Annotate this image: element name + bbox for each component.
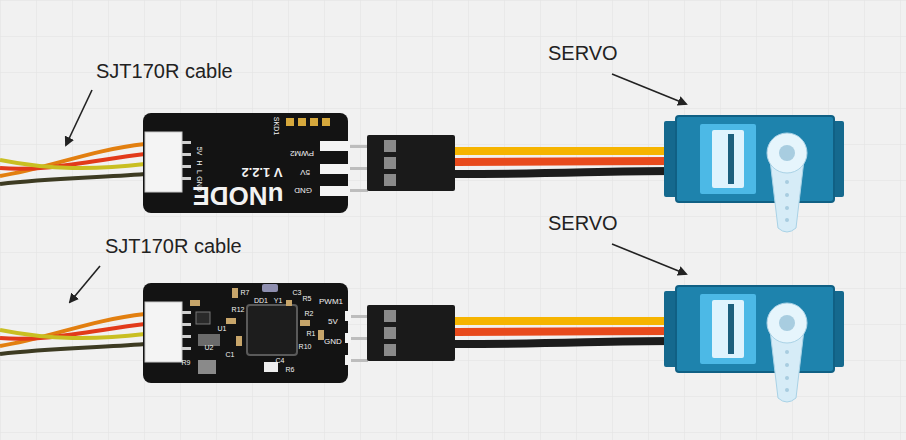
board-logo: uNODE: [193, 183, 284, 209]
callout-label: SJT170R cable: [105, 235, 242, 257]
silkscreen-label: SKD1: [273, 117, 280, 135]
leader-arrows: [70, 266, 100, 302]
silkscreen-label: C3: [293, 289, 302, 296]
lower-assembly: [318, 330, 324, 340]
header-pin: [320, 141, 350, 151]
silkscreen-label: C1: [226, 351, 235, 358]
upper-assembly: [320, 186, 350, 196]
silkscreen-label: PWM1: [319, 298, 343, 306]
version-label: V 1.2.2: [241, 166, 282, 179]
lower-assembly: [182, 335, 191, 338]
pcb-board: R7DD1 Y1 C3R5 PWM1R2 5V R1R10 GND R12U1U2R9 C1C4…: [143, 283, 348, 383]
silkscreen-label: 5V: [328, 318, 338, 326]
header-pin: [345, 311, 351, 321]
upper-assembly: [182, 141, 191, 144]
lower-assembly: [345, 333, 351, 343]
upper-assembly: [182, 177, 191, 180]
mcu-chip: [247, 305, 297, 355]
lower-assembly: [345, 355, 351, 365]
upper-assembly: [320, 164, 350, 174]
silkscreen-label: GND: [294, 186, 312, 194]
silkscreen-label: R10: [299, 343, 312, 350]
crystal: [262, 284, 278, 292]
upper-assembly: [0, 144, 145, 184]
regulator: [198, 360, 216, 374]
silkscreen-label: R12: [232, 306, 245, 313]
upper-assembly: [346, 135, 672, 192]
leader-arrows: [66, 90, 92, 145]
silkscreen-label: C4: [276, 357, 285, 364]
lower-assembly: [664, 286, 844, 402]
silkscreen-label: R9: [182, 359, 191, 366]
jst-connector: [145, 302, 182, 362]
silkscreen-label: DD1: [254, 297, 268, 304]
lower-assembly: [346, 305, 672, 362]
jst-connector: [145, 132, 182, 192]
silkscreen-label: R1: [307, 330, 316, 337]
lower-assembly: [182, 311, 191, 314]
led: [264, 362, 278, 372]
silkscreen-label: H: [196, 160, 203, 165]
lower-assembly: [0, 314, 145, 354]
lower-assembly: [0, 286, 844, 402]
upper-assembly: [298, 118, 306, 126]
lower-assembly: [0, 283, 844, 402]
pcb-board: [143, 113, 348, 213]
lower-assembly: [300, 320, 310, 326]
ic: [196, 312, 210, 324]
pcb-board: uNODE V 1.2.2 PWM2 5V GND 5V H L GND SKD1: [143, 113, 348, 213]
silkscreen-label: L: [196, 170, 203, 174]
silkscreen-label: R7: [241, 289, 250, 296]
upper-assembly: [0, 113, 844, 232]
leader-arrows: [612, 244, 686, 274]
silkscreen-label: U2: [205, 344, 214, 351]
lower-assembly: [190, 300, 200, 306]
upper-assembly: [182, 165, 191, 168]
lower-assembly: [236, 336, 242, 346]
leader-arrows: [66, 74, 686, 302]
upper-assembly: [310, 118, 318, 126]
lower-assembly: [182, 347, 191, 350]
upper-assembly: [322, 118, 330, 126]
silkscreen-label: U1: [218, 325, 227, 332]
silkscreen-label: 5V: [196, 147, 203, 156]
silkscreen-label: R2: [305, 310, 314, 317]
silkscreen-label: R5: [303, 295, 312, 302]
silkscreen-label: GND: [324, 338, 342, 346]
leader-arrows: [612, 74, 686, 104]
silkscreen-label: GND: [196, 176, 203, 192]
lower-assembly: [182, 323, 191, 326]
silkscreen-label: 5V: [300, 168, 310, 176]
resistor: [232, 288, 238, 298]
upper-assembly: [664, 116, 844, 232]
lower-assembly: [226, 318, 236, 324]
pcb-board: [143, 283, 348, 383]
silkscreen-label: R6: [286, 366, 295, 373]
callout-label: SERVO: [548, 42, 618, 64]
pad: [286, 118, 294, 126]
upper-assembly: [182, 153, 191, 156]
silkscreen-label: PWM2: [290, 149, 314, 157]
lower-assembly: [286, 300, 292, 306]
callout-label: SJT170R cable: [96, 60, 233, 82]
silkscreen-label: Y1: [274, 297, 283, 304]
callout-label: SERVO: [548, 212, 618, 234]
